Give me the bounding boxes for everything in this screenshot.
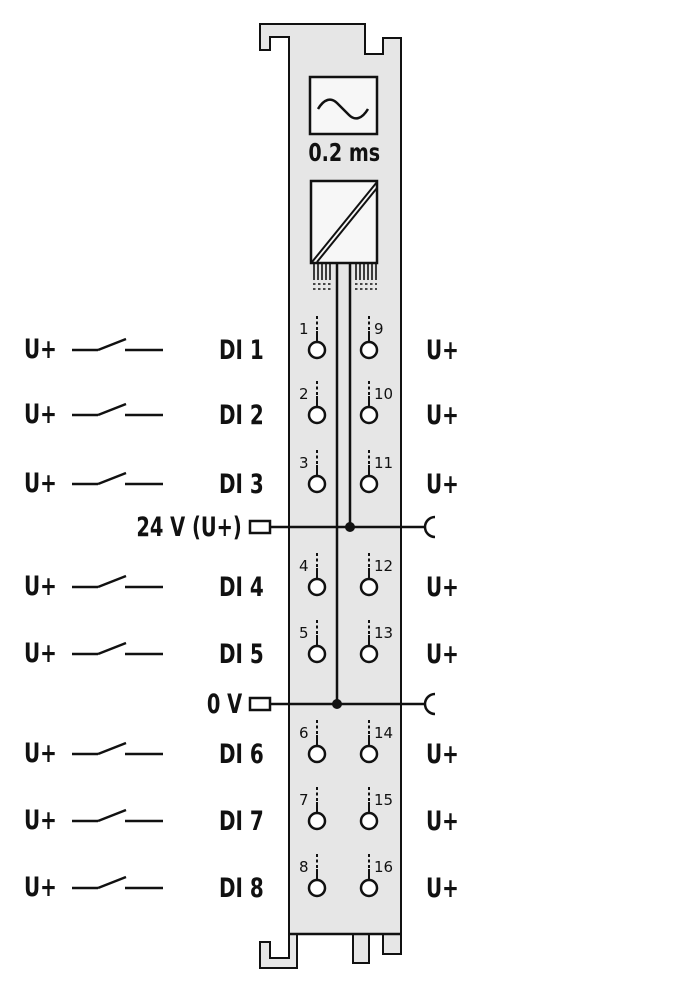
output-supply-label: U+ xyxy=(426,873,459,904)
pin-number-left: 1 xyxy=(299,320,309,338)
power-rail-24v xyxy=(248,515,436,539)
terminal-left-icon[interactable] xyxy=(307,720,327,764)
terminal-right-icon[interactable] xyxy=(359,787,379,831)
output-supply-label: U+ xyxy=(426,806,459,837)
channel-label: DI 7 xyxy=(219,806,264,837)
pin-number-right: 10 xyxy=(374,385,394,403)
terminal-right-icon[interactable] xyxy=(359,720,379,764)
pin-number-left: 2 xyxy=(299,385,309,403)
output-supply-label: U+ xyxy=(426,335,459,366)
channel-label: DI 8 xyxy=(219,873,264,904)
terminal-left-icon[interactable] xyxy=(307,854,327,898)
pin-number-left: 3 xyxy=(299,454,309,472)
terminal-right-icon[interactable] xyxy=(359,854,379,898)
terminal-right-icon[interactable] xyxy=(359,316,379,360)
terminal-left-icon[interactable] xyxy=(307,316,327,360)
terminal-right-icon[interactable] xyxy=(359,620,379,664)
switch-icon xyxy=(72,875,163,890)
filter-time-label: 0.2 ms xyxy=(308,138,381,167)
channel-label: DI 5 xyxy=(219,639,264,670)
pin-number-right: 9 xyxy=(374,320,384,338)
terminal-left-icon[interactable] xyxy=(307,620,327,664)
pin-number-right: 16 xyxy=(374,858,394,876)
supply-0v-label: 0 V xyxy=(206,689,242,720)
switch-icon xyxy=(72,337,163,352)
input-source-label: U+ xyxy=(24,872,57,903)
output-supply-label: U+ xyxy=(426,469,459,500)
terminal-right-icon[interactable] xyxy=(359,553,379,597)
input-source-label: U+ xyxy=(24,334,57,365)
switch-icon xyxy=(72,402,163,417)
terminal-right-icon[interactable] xyxy=(359,450,379,494)
input-switches xyxy=(72,337,163,890)
supply-24v-label: 24 V (U+) xyxy=(136,512,242,543)
input-source-label: U+ xyxy=(24,738,57,769)
pin-number-left: 7 xyxy=(299,791,309,809)
pin-number-right: 13 xyxy=(374,624,394,642)
pin-number-right: 12 xyxy=(374,557,394,575)
terminal-left-icon[interactable] xyxy=(307,450,327,494)
pin-number-left: 4 xyxy=(299,557,309,575)
input-source-label: U+ xyxy=(24,399,57,430)
channel-label: DI 3 xyxy=(219,469,264,500)
input-source-label: U+ xyxy=(24,571,57,602)
terminal-left-icon[interactable] xyxy=(307,553,327,597)
terminal-left-icon[interactable] xyxy=(307,787,327,831)
switch-icon xyxy=(72,641,163,656)
pin-number-left: 5 xyxy=(299,624,309,642)
switch-icon xyxy=(72,471,163,486)
terminal-right-icon[interactable] xyxy=(359,381,379,425)
switch-icon xyxy=(72,808,163,823)
output-supply-label: U+ xyxy=(426,739,459,770)
channel-label: DI 6 xyxy=(219,739,264,770)
pin-number-left: 6 xyxy=(299,724,309,742)
channel-label: DI 4 xyxy=(219,572,264,603)
input-source-label: U+ xyxy=(24,638,57,669)
output-supply-label: U+ xyxy=(426,572,459,603)
channel-label: DI 1 xyxy=(219,335,264,366)
power-rail-0v xyxy=(248,692,436,716)
channel-label: DI 2 xyxy=(219,400,264,431)
pin-number-right: 11 xyxy=(374,454,394,472)
switch-icon xyxy=(72,574,163,589)
output-supply-label: U+ xyxy=(426,639,459,670)
input-source-label: U+ xyxy=(24,805,57,836)
filter-symbol xyxy=(308,75,379,136)
switch-icon xyxy=(72,741,163,756)
isolation-symbol xyxy=(309,179,379,704)
pin-number-right: 14 xyxy=(374,724,394,742)
pin-number-left: 8 xyxy=(299,858,309,876)
output-supply-label: U+ xyxy=(426,400,459,431)
terminal-points xyxy=(307,316,379,898)
input-source-label: U+ xyxy=(24,468,57,499)
pin-number-right: 15 xyxy=(374,791,394,809)
terminal-left-icon[interactable] xyxy=(307,381,327,425)
